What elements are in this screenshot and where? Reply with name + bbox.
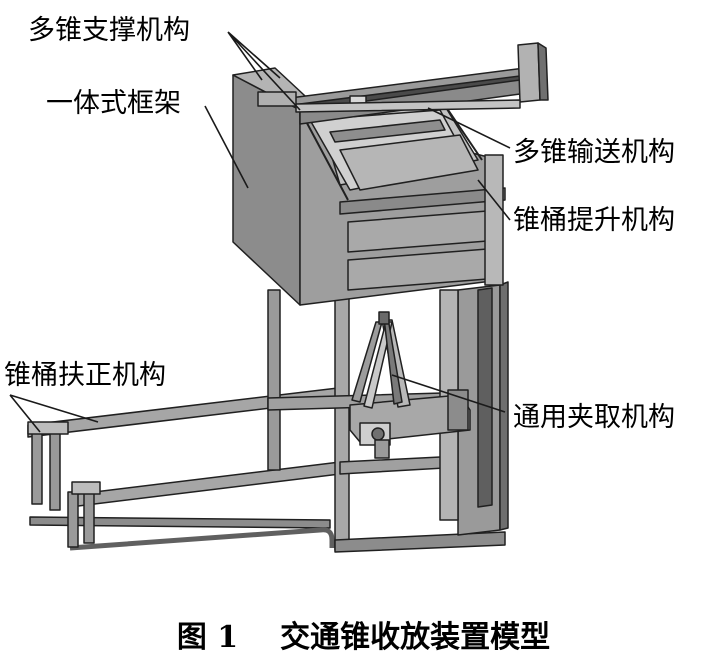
leader-lines (9, 31, 511, 433)
leader-bobbin-straightening (9, 394, 99, 433)
lifting-tower (439, 281, 509, 536)
figure-caption: 图 1 交通锥收放装置模型 (0, 612, 727, 656)
label-integrated-frame: 一体式框架 (46, 88, 181, 119)
label-universal-gripping: 通用夹取机构 (513, 402, 675, 433)
label-bobbin-straightening: 锥桶扶正机构 (4, 360, 166, 391)
label-bobbin-lifting: 锥桶提升机构 (513, 205, 675, 236)
leader-universal-gripping (391, 374, 506, 413)
multi-cone-support-trays (299, 97, 483, 201)
gripper-assembly (349, 311, 471, 459)
leader-multi-cone-support (227, 31, 301, 111)
leader-multi-cone-conveyor (427, 107, 511, 149)
label-multi-cone-support: 多锥支撑机构 (28, 15, 190, 46)
figure-number: 图 1 (176, 620, 239, 655)
leader-bobbin-lifting (477, 179, 511, 221)
conveyor-beam (257, 42, 549, 125)
figure-title: 交通锥收放装置模型 (280, 620, 551, 655)
leader-integrated-frame (204, 105, 249, 189)
floor-frame (27, 387, 341, 551)
label-multi-cone-conveyor: 多锥输送机构 (513, 137, 675, 168)
